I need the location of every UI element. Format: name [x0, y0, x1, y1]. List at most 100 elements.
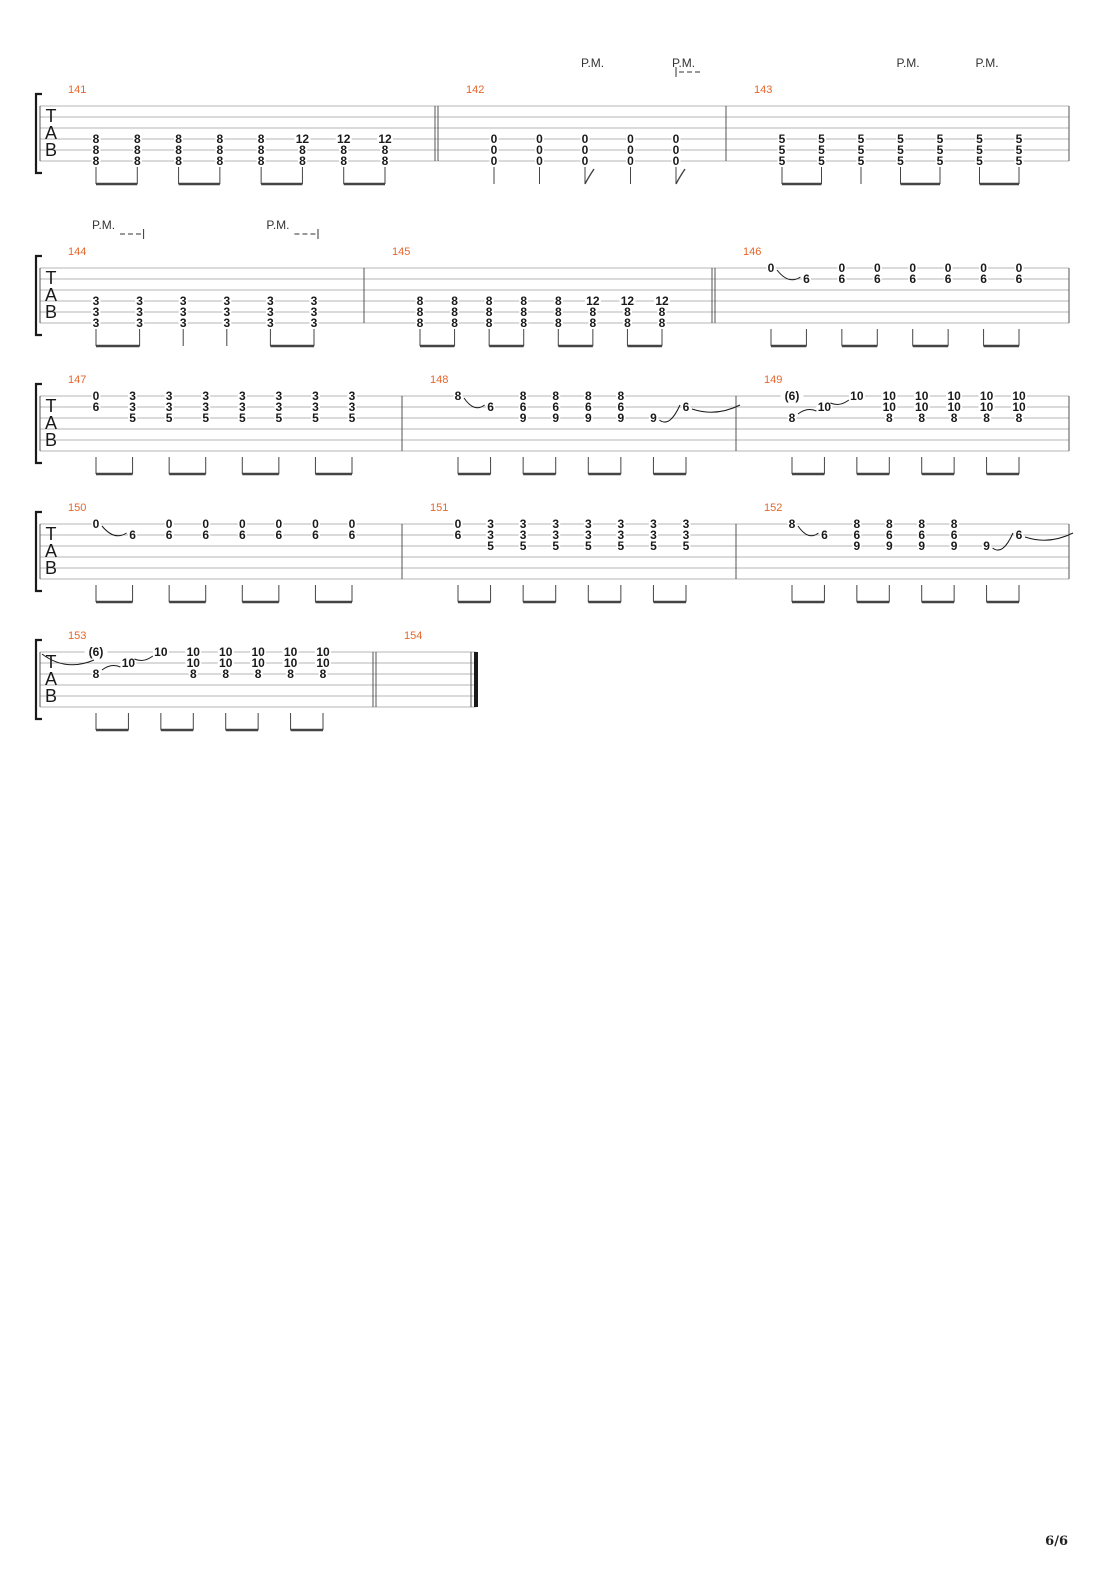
tab-clef-letter: A — [45, 285, 57, 305]
fret-bg — [766, 263, 776, 273]
note-flag — [675, 168, 686, 185]
fret-number: 6 — [455, 528, 462, 542]
slur-arc — [134, 655, 154, 661]
tab-clef-letter: A — [45, 123, 57, 143]
fret-bg — [339, 156, 349, 166]
fret-number: 0 — [536, 143, 543, 157]
fret-number: 3 — [267, 316, 274, 330]
fret-bg — [777, 145, 787, 155]
fret-number: 5 — [552, 539, 559, 553]
fret-number: 9 — [520, 411, 527, 425]
fret-number: 8 — [93, 143, 100, 157]
fret-number: 5 — [779, 143, 786, 157]
fret-bg — [486, 541, 496, 551]
fret-number: 6 — [166, 528, 173, 542]
fret-bg — [174, 134, 184, 144]
fret-bg — [551, 519, 561, 529]
fret-bg — [489, 145, 499, 155]
fret-number: 8 — [951, 411, 958, 425]
measure-number: 151 — [430, 502, 448, 514]
palm-mute-label: P.M. — [897, 56, 920, 70]
fret-bg — [489, 134, 499, 144]
fret-bg — [309, 296, 319, 306]
fret-bg — [250, 647, 267, 657]
fret-number: 5 — [312, 411, 319, 425]
fret-bg — [856, 134, 866, 144]
fret-bg — [881, 391, 898, 401]
fret-number: 9 — [618, 411, 625, 425]
fret-number: 8 — [417, 294, 424, 308]
fret-bg — [913, 391, 930, 401]
fret-bg — [626, 145, 635, 155]
fret-number: 8 — [299, 154, 306, 168]
system-bracket — [34, 510, 42, 593]
tab-clef-letter: T — [46, 524, 57, 544]
fret-bg — [453, 519, 463, 529]
fret-bg — [164, 413, 174, 423]
fret-number: 8 — [175, 154, 182, 168]
fret-number: 6 — [349, 528, 356, 542]
tab-clef-letter: A — [45, 541, 57, 561]
fret-number: 8 — [618, 389, 625, 403]
fret-number: 8 — [585, 389, 592, 403]
fret-number: 3 — [349, 389, 356, 403]
fret-number: 6 — [129, 528, 136, 542]
fret-bg — [128, 391, 138, 401]
fret-number: 9 — [585, 411, 592, 425]
fret-number: 12 — [621, 294, 635, 308]
fret-bg — [817, 134, 826, 144]
tie-arc — [1024, 532, 1074, 541]
fret-number: 5 — [239, 411, 246, 425]
fret-number: 3 — [136, 316, 143, 330]
palm-mute-label: P.M. — [266, 218, 289, 232]
fret-number: 3 — [239, 389, 246, 403]
fret-bg — [580, 134, 590, 144]
fret-number: 5 — [858, 132, 865, 146]
fret-bg — [237, 530, 247, 540]
fret-number: 3 — [683, 528, 690, 542]
fret-number: 10 — [850, 389, 864, 403]
fret-number: 5 — [937, 154, 944, 168]
fret-number: 12 — [655, 294, 669, 308]
fret-bg — [164, 530, 174, 540]
fret-bg — [518, 519, 528, 529]
fret-bg — [297, 145, 307, 155]
fret-bg — [91, 156, 101, 166]
fret-bg — [648, 530, 658, 540]
fret-bg — [453, 530, 463, 540]
fret-number: 0 — [627, 132, 634, 146]
fret-number: 0 — [839, 261, 846, 275]
fret-number: 5 — [976, 132, 983, 146]
fret-number: 3 — [202, 389, 209, 403]
fret-bg — [657, 307, 667, 317]
tie-arc — [691, 404, 741, 413]
fret-number: 0 — [491, 132, 498, 146]
fret-bg — [583, 391, 593, 401]
fret-bg — [274, 530, 284, 540]
fret-bg — [671, 134, 681, 144]
fret-bg — [201, 391, 211, 401]
fret-number: 0 — [1016, 261, 1023, 275]
fret-number: 0 — [166, 517, 173, 531]
fret-number: 10 — [947, 400, 961, 414]
fret-number: 0 — [582, 132, 589, 146]
fret-number: 9 — [854, 539, 861, 553]
fret-bg — [622, 318, 632, 328]
fret-bg — [484, 318, 494, 328]
fret-number: 0 — [93, 389, 100, 403]
fret-number: 8 — [983, 411, 990, 425]
fret-number: 3 — [487, 528, 494, 542]
fret-bg — [856, 156, 866, 166]
fret-number: 8 — [789, 411, 796, 425]
fret-number: 8 — [486, 294, 493, 308]
tab-clef-letter: B — [45, 686, 57, 706]
fret-number: 5 — [1016, 154, 1023, 168]
tab-system: TAB1470633533533533533533533514886869869… — [34, 374, 1070, 476]
fret-number: 10 — [980, 400, 994, 414]
fret-number: 10 — [154, 645, 168, 659]
fret-number: 8 — [659, 305, 666, 319]
